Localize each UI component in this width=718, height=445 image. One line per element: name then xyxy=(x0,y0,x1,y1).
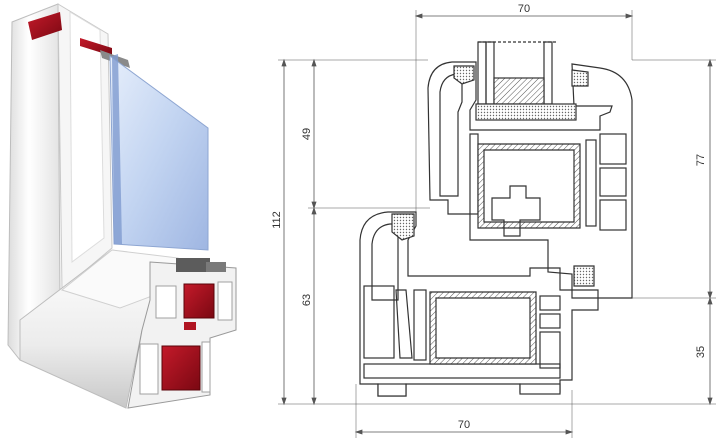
frame-chamber-right xyxy=(201,341,211,393)
dim-right-lower-label: 35 xyxy=(695,346,707,358)
frame-chamber-f xyxy=(539,331,561,369)
glazing-desiccant xyxy=(475,103,577,121)
dim-upper-height-label: 49 xyxy=(301,128,313,140)
glazing-spacer xyxy=(493,77,545,105)
frame-chamber-a xyxy=(363,285,395,359)
frame-steel-reinforcement xyxy=(161,345,201,391)
frame-foot-left xyxy=(377,383,407,397)
hardware-channel xyxy=(491,185,541,237)
frame-chamber-e xyxy=(539,313,561,329)
glass-pane xyxy=(109,54,209,251)
frame-foot-right xyxy=(519,383,561,395)
gasket-frame-left xyxy=(391,213,415,241)
sash-chamber-f xyxy=(440,204,470,236)
sash-vertical-inner xyxy=(69,11,105,263)
top-steel-reinforcement xyxy=(28,12,62,40)
sash-inner-wall xyxy=(439,73,463,197)
gasket-block-2 xyxy=(206,262,226,272)
sash-outline xyxy=(427,61,633,299)
glass-pane-edge xyxy=(112,54,122,244)
gasket-block xyxy=(176,258,210,272)
red-accent-small xyxy=(184,322,196,330)
sash-chamber-right xyxy=(217,281,233,321)
frame-chamber-b xyxy=(395,289,413,359)
dim-lower-height-label: 63 xyxy=(301,294,313,306)
glass-pane-2 xyxy=(543,41,553,105)
frame-steel-reinforcement xyxy=(429,291,537,365)
window-profile-3d-render xyxy=(7,3,237,409)
dim-overall-height-label: 112 xyxy=(271,211,283,229)
frame-outline xyxy=(359,211,599,397)
frame-bottom-channel xyxy=(363,363,561,379)
dim-right-upper-label: 77 xyxy=(695,154,707,166)
frame-chamber-d xyxy=(539,295,561,311)
sash-chamber-a xyxy=(469,133,479,215)
sash-chamber-d xyxy=(599,199,627,231)
frame-chamber-left xyxy=(139,343,159,395)
dimension-annotations xyxy=(278,10,716,438)
sash-chamber-c xyxy=(599,167,627,197)
sash-chamber-left xyxy=(155,285,177,319)
window-profile-cross-section xyxy=(359,41,633,397)
sash-steel-reinforcement xyxy=(477,143,581,229)
sash-chamber-e xyxy=(585,139,597,227)
glass-pane-1 xyxy=(485,41,495,105)
sash-steel-reinforcement xyxy=(183,283,215,319)
sash-chamber-b xyxy=(599,133,627,165)
gasket-top-right xyxy=(571,69,589,87)
dim-top-width-label: 70 xyxy=(518,3,530,15)
gasket-top-left xyxy=(453,65,475,85)
gasket-frame-right xyxy=(573,265,595,287)
frame-inner-wall xyxy=(371,223,399,301)
dim-bottom-width-label: 70 xyxy=(458,419,470,431)
glazing-bead-left xyxy=(477,41,487,105)
frame-chamber-c xyxy=(413,289,427,361)
